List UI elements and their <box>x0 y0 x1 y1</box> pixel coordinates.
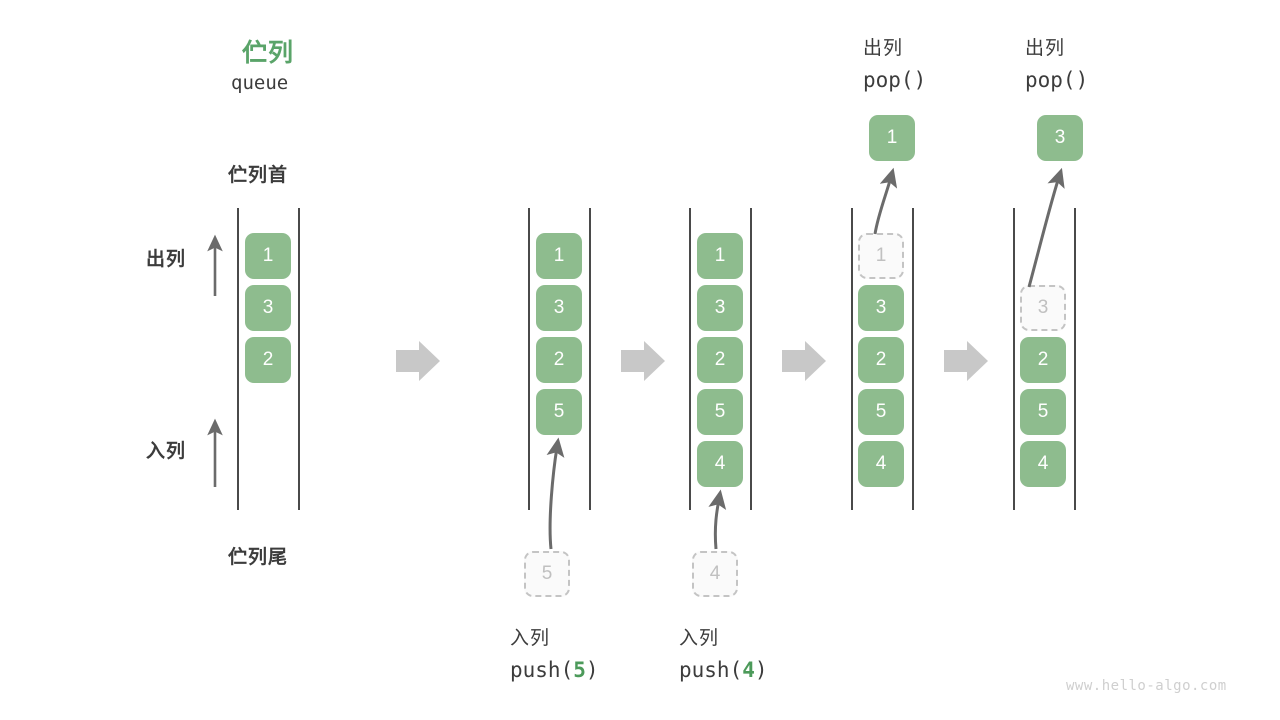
queue-cell: 1 <box>697 233 743 279</box>
queue-cell: 4 <box>858 441 904 487</box>
queue-cell: 3 <box>245 285 291 331</box>
pop-header-code: pop() <box>863 68 927 92</box>
queue-cell: 4 <box>1020 441 1066 487</box>
rail-right <box>1074 208 1076 510</box>
rail-left <box>851 208 853 510</box>
pop-header-cn: 出列 <box>1025 38 1066 59</box>
step-arrow-4 <box>944 341 988 381</box>
rail-right <box>589 208 591 510</box>
push-caption-code: push(5) <box>510 658 599 682</box>
rail-right <box>298 208 300 510</box>
rail-right <box>750 208 752 510</box>
push-caption-suffix: ) <box>585 658 599 682</box>
step-arrow-3 <box>782 341 826 381</box>
pop-3-arrow <box>1027 167 1065 288</box>
queue-cell: 3 <box>858 285 904 331</box>
push-caption-code: push(4) <box>679 658 768 682</box>
queue-cell: 2 <box>536 337 582 383</box>
rail-left <box>689 208 691 510</box>
queue-cell: 1 <box>536 233 582 279</box>
pop-1-arrow <box>873 167 898 235</box>
queue-cell: 3 <box>536 285 582 331</box>
step-arrow-1 <box>396 341 440 381</box>
queue-front-label: 伫列首 <box>228 165 289 186</box>
push-caption-suffix: ) <box>754 658 768 682</box>
queue-cell: 4 <box>697 441 743 487</box>
push-5-arrow <box>546 437 565 550</box>
queue-cell: 3 <box>697 285 743 331</box>
step-arrow-2 <box>621 341 665 381</box>
enqueue-side-label: 入列 <box>146 441 187 462</box>
queue-cell: 2 <box>858 337 904 383</box>
incoming-element: 4 <box>692 551 738 597</box>
queue-cell: 5 <box>1020 389 1066 435</box>
pop-header-code: pop() <box>1025 68 1089 92</box>
queue-cell: 1 <box>245 233 291 279</box>
watermark: www.hello-algo.com <box>1066 678 1227 694</box>
queue-cell: 3 <box>1020 285 1066 331</box>
incoming-element: 5 <box>524 551 570 597</box>
diagram-title-cn: 伫列 <box>242 39 295 67</box>
outgoing-element: 3 <box>1037 115 1083 161</box>
push-caption-arg: 4 <box>742 658 755 682</box>
queue-cell: 2 <box>1020 337 1066 383</box>
queue-cell: 5 <box>697 389 743 435</box>
push-caption-arg: 5 <box>573 658 586 682</box>
queue-cell: 1 <box>858 233 904 279</box>
push-caption-cn: 入列 <box>510 628 551 649</box>
diagram-title-code: queue <box>231 72 289 94</box>
queue-cell: 5 <box>536 389 582 435</box>
rail-right <box>912 208 914 510</box>
push-caption-prefix: push( <box>679 658 743 682</box>
push-caption-prefix: push( <box>510 658 574 682</box>
queue-rear-label: 伫列尾 <box>228 547 289 568</box>
rail-left <box>1013 208 1015 510</box>
rail-left <box>528 208 530 510</box>
outgoing-element: 1 <box>869 115 915 161</box>
push-4-arrow <box>708 489 727 550</box>
pop-header-cn: 出列 <box>863 38 904 59</box>
queue-cell: 5 <box>858 389 904 435</box>
dequeue-side-label: 出列 <box>146 249 187 270</box>
push-caption-cn: 入列 <box>679 628 720 649</box>
rail-left <box>237 208 239 510</box>
queue-cell: 2 <box>245 337 291 383</box>
queue-cell: 2 <box>697 337 743 383</box>
